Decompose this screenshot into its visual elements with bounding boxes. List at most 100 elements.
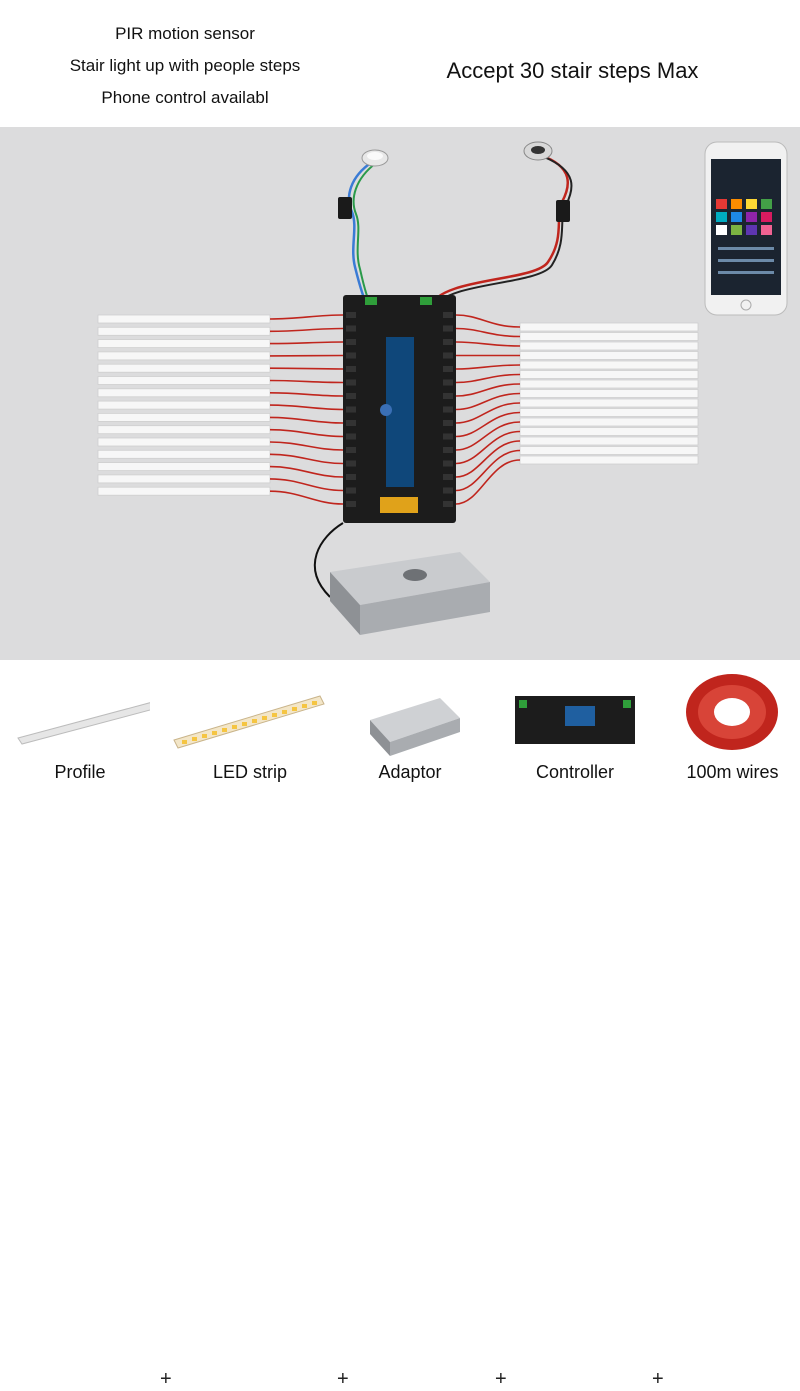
light-bar-left xyxy=(98,327,270,335)
terminal-left xyxy=(346,393,356,399)
terminal-left xyxy=(346,380,356,386)
color-swatch xyxy=(716,225,727,235)
wire-right xyxy=(456,365,520,369)
light-bar-right xyxy=(520,437,698,445)
feature-line-2: Stair light up with people steps xyxy=(0,56,370,76)
light-bar-left xyxy=(98,389,270,397)
light-bar-right xyxy=(520,342,698,350)
right-light-bars xyxy=(520,323,698,464)
terminal-right xyxy=(443,312,453,318)
wire-left xyxy=(270,442,343,450)
led-strip-icon xyxy=(170,660,330,760)
light-bar-left xyxy=(98,364,270,372)
component-wires: 100m wires xyxy=(665,660,800,800)
wire-left xyxy=(270,491,343,504)
light-bar-right xyxy=(520,380,698,388)
light-bar-left xyxy=(98,450,270,458)
terminal-left xyxy=(346,501,356,507)
components-row: Profile + LED strip + Adaptor + Controll… xyxy=(0,660,800,800)
smartphone-app-icon xyxy=(705,142,787,315)
wire-left xyxy=(270,381,343,383)
color-swatch xyxy=(716,212,727,222)
power-supply-icon xyxy=(315,523,490,635)
terminal-right xyxy=(443,407,453,413)
led-chip xyxy=(272,713,277,717)
color-swatch xyxy=(731,225,742,235)
light-bar-right xyxy=(520,371,698,379)
color-swatch xyxy=(746,225,757,235)
led-chip xyxy=(212,731,217,735)
led-chip xyxy=(222,728,227,732)
component-label: Controller xyxy=(505,762,645,783)
color-swatch xyxy=(746,212,757,222)
light-bar-left xyxy=(98,426,270,434)
terminal-left xyxy=(346,407,356,413)
plus-separator: + xyxy=(337,1368,349,1391)
terminal-right xyxy=(443,326,453,332)
plus-separator: + xyxy=(160,1368,172,1391)
light-bar-right xyxy=(520,352,698,360)
light-bar-right xyxy=(520,409,698,417)
pir-sensor-right-icon xyxy=(430,142,572,307)
wire-spool-icon xyxy=(665,660,800,760)
light-bar-right xyxy=(520,323,698,331)
terminal-left xyxy=(346,434,356,440)
controller-board-icon xyxy=(505,660,645,760)
light-bar-right xyxy=(520,418,698,426)
terminal-right xyxy=(443,474,453,480)
controller-icon xyxy=(343,295,456,523)
led-chip xyxy=(282,710,287,714)
terminal-left xyxy=(346,488,356,494)
wire-left xyxy=(270,454,343,463)
color-swatch xyxy=(716,199,727,209)
terminal-left xyxy=(346,366,356,372)
wire-left xyxy=(270,430,343,437)
light-bar-left xyxy=(98,377,270,385)
terminal-right xyxy=(443,501,453,507)
wire-left xyxy=(270,329,343,332)
aluminum-profile-icon xyxy=(10,660,150,760)
terminal-left xyxy=(346,447,356,453)
terminal-left xyxy=(346,474,356,480)
light-bar-left xyxy=(98,352,270,360)
feature-line-3: Phone control availabl xyxy=(0,88,370,108)
terminal-left xyxy=(346,353,356,359)
led-chip xyxy=(192,737,197,741)
light-bar-right xyxy=(520,456,698,464)
light-bar-right xyxy=(520,399,698,407)
led-chip xyxy=(182,740,187,744)
light-bar-right xyxy=(520,390,698,398)
wire-left xyxy=(270,393,343,396)
plus-separator: + xyxy=(652,1368,664,1391)
wire-left xyxy=(270,342,343,344)
wire-right xyxy=(456,342,520,346)
light-bar-right xyxy=(520,447,698,455)
power-adaptor-icon xyxy=(355,660,465,760)
color-swatch xyxy=(731,212,742,222)
light-bar-right xyxy=(520,361,698,369)
terminal-right xyxy=(443,353,453,359)
light-bar-left xyxy=(98,475,270,483)
led-chip xyxy=(292,707,297,711)
terminal-right xyxy=(443,461,453,467)
terminal-right xyxy=(443,447,453,453)
light-bar-left xyxy=(98,463,270,471)
color-swatch xyxy=(731,199,742,209)
light-bar-left xyxy=(98,487,270,495)
component-label: 100m wires xyxy=(665,762,800,783)
feature-line-1: PIR motion sensor xyxy=(0,24,370,44)
plus-separator: + xyxy=(495,1368,507,1391)
led-chip xyxy=(242,722,247,726)
header-area: PIR motion sensor Stair light up with pe… xyxy=(0,0,800,127)
component-controller: Controller xyxy=(505,660,645,800)
component-label: LED strip xyxy=(170,762,330,783)
wire-left xyxy=(270,417,343,423)
component-adaptor: Adaptor xyxy=(355,660,465,800)
product-scene xyxy=(0,127,800,660)
light-bar-left xyxy=(98,340,270,348)
terminal-left xyxy=(346,461,356,467)
wire-right xyxy=(456,315,520,327)
led-chip xyxy=(302,704,307,708)
terminal-right xyxy=(443,380,453,386)
color-swatch xyxy=(761,212,772,222)
